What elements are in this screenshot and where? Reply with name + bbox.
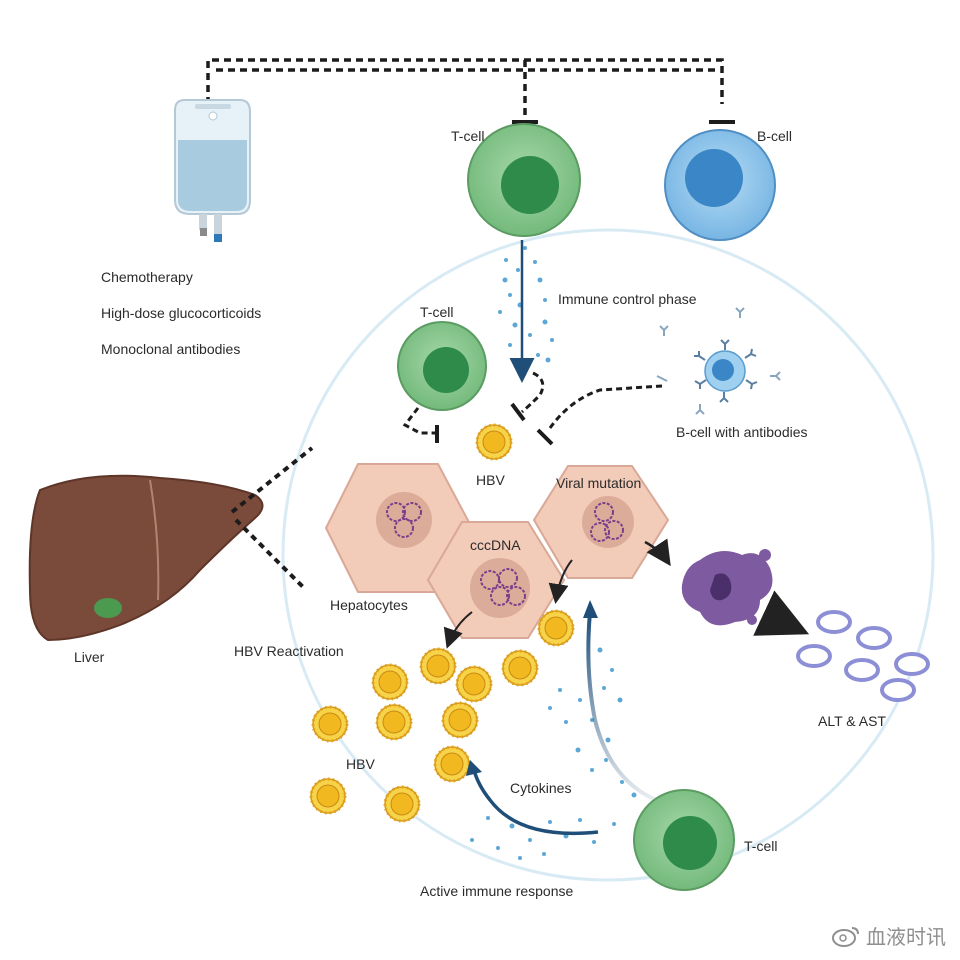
cytokine-dots-bottom: [470, 647, 637, 860]
b-cell-inhibit-line: [548, 384, 663, 429]
liver-icon: [28, 474, 264, 642]
immune-control-label: Immune control phase: [558, 291, 697, 307]
cytokine-arrow-left: [472, 769, 599, 836]
liver-zoom-lines: [230, 446, 314, 592]
viral-mutation-label: Viral mutation: [556, 475, 642, 491]
hbv-bottom-label: HBV: [346, 756, 375, 772]
hbv-reactivation-label: HBV Reactivation: [234, 643, 344, 659]
t-cell-inhibit-line: [402, 407, 438, 435]
liver-label: Liver: [74, 649, 105, 665]
cccdna-label: cccDNA: [470, 537, 521, 553]
t-cell-top: [467, 123, 581, 237]
treatment-glucocorticoids: High-dose glucocorticoids: [101, 305, 262, 321]
b-cell-antibodies-label: B-cell with antibodies: [676, 424, 808, 440]
t-cell-bottom-label: T-cell: [744, 838, 778, 854]
t-cell-bottom: [633, 789, 735, 891]
treatment-chemotherapy: Chemotherapy: [101, 269, 193, 285]
watermark: 血液时讯: [832, 921, 946, 950]
hepatocytes-label: Hepatocytes: [330, 597, 408, 613]
active-immune-label: Active immune response: [420, 883, 574, 899]
watermark-text: 血液时讯: [866, 925, 946, 949]
cytokines-label: Cytokines: [510, 780, 572, 796]
inhibition-connector-lines: [206, 58, 724, 115]
b-cell-top-label: B-cell: [757, 128, 793, 144]
iv-bag-icon: [174, 99, 251, 242]
t-cell-top-label: T-cell: [451, 128, 485, 144]
hbv-top-label: HBV: [476, 472, 505, 488]
alt-ast-label: ALT & AST: [818, 713, 886, 729]
hbv-particle-top: [475, 423, 513, 461]
cytokine-dots-top: [498, 246, 554, 363]
treatment-monoclonal-antibodies: Monoclonal antibodies: [101, 341, 241, 357]
t-cell-mid-label: T-cell: [420, 304, 454, 320]
weibo-logo-icon: [832, 926, 859, 947]
t-cell-middle: [397, 321, 487, 411]
cytokine-arrow-up: [586, 611, 657, 802]
b-cell-with-antibodies: [656, 307, 781, 415]
b-cell-top: [664, 129, 776, 241]
infected-liver-region-circle: [281, 228, 935, 882]
alt-ast-enzymes: [796, 610, 930, 702]
necrotic-cell-icon: [681, 549, 773, 626]
